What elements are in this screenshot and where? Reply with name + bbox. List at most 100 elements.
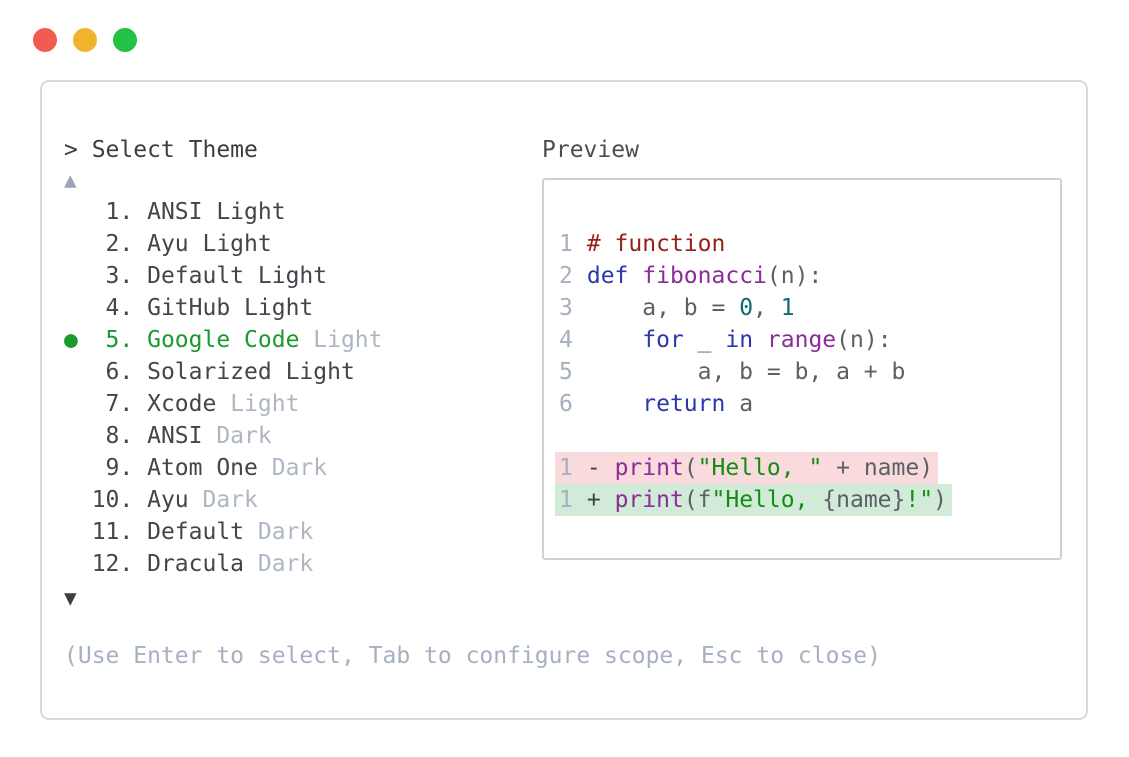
option-variant: Dark <box>257 455 328 481</box>
code-token: ) <box>933 487 947 513</box>
code-line: 1 # function <box>559 228 1060 260</box>
scroll-up-icon[interactable]: ▲ <box>64 168 77 192</box>
diff-removed-highlight: 1- print("Hello, " + name) <box>555 452 939 484</box>
line-number: 5 <box>559 359 573 385</box>
option-variant: Light <box>271 359 355 385</box>
option-prefix: 8. <box>64 423 148 449</box>
line-number: 1 <box>559 455 573 481</box>
option-prefix: 11. <box>64 519 148 545</box>
option-prefix: 7. <box>64 391 148 417</box>
theme-option-google-code-light-selected[interactable]: ● 5. Google Code Light <box>64 324 383 356</box>
line-number: 3 <box>559 295 573 321</box>
code-token: a, b = b, a + b <box>586 359 906 385</box>
code-token: return <box>642 391 726 417</box>
option-name: ANSI <box>147 199 203 225</box>
option-prefix: 12. <box>64 551 148 577</box>
code-token <box>628 263 642 289</box>
option-prefix: 2. <box>64 231 148 257</box>
scroll-down-icon[interactable]: ▼ <box>64 586 77 610</box>
code-token <box>753 327 767 353</box>
diff-minus-sign: - <box>586 455 615 481</box>
code-token: fibonacci <box>642 263 767 289</box>
option-variant: Light <box>299 327 383 353</box>
code-line: 6 return a <box>559 388 1060 420</box>
theme-option-ayu-light[interactable]: 2. Ayu Light <box>64 228 383 260</box>
theme-option-github-light[interactable]: 4. GitHub Light <box>64 292 383 324</box>
theme-list: 1. ANSI Light 2. Ayu Light 3. Default Li… <box>64 196 383 580</box>
code-token: for <box>642 327 684 353</box>
code-token: (n): <box>766 263 823 289</box>
code-token: # function <box>586 231 726 257</box>
code-token: "Hello, " <box>697 455 823 481</box>
diff-plus-sign: + <box>586 487 615 513</box>
code-token: _ <box>683 327 726 353</box>
diff-added-highlight: 1+ print(f"Hello, {name}!") <box>555 484 952 516</box>
code-token: ( <box>683 455 698 481</box>
code-token: + name) <box>822 455 934 481</box>
option-name: Ayu <box>147 487 189 513</box>
theme-option-default-light[interactable]: 3. Default Light <box>64 260 383 292</box>
code-token: 0 <box>739 295 754 321</box>
theme-option-ansi-light[interactable]: 1. ANSI Light <box>64 196 383 228</box>
option-prefix: 9. <box>64 455 148 481</box>
close-button[interactable] <box>33 28 57 52</box>
option-prefix: 4. <box>64 295 148 321</box>
option-variant: Dark <box>244 551 314 577</box>
help-text: (Use Enter to select, Tab to configure s… <box>64 643 881 669</box>
code-line: 5 a, b = b, a + b <box>559 356 1060 388</box>
code-line: 3 a, b = 0, 1 <box>559 292 1060 324</box>
maximize-button[interactable] <box>113 28 137 52</box>
minimize-button[interactable] <box>73 28 97 52</box>
line-number: 4 <box>559 327 573 353</box>
code-token: print <box>614 487 684 513</box>
option-name: Default <box>147 263 245 289</box>
code-token: {name} <box>822 487 906 513</box>
option-name: Google Code <box>147 327 300 353</box>
option-variant: Light <box>244 263 328 289</box>
code-token: !" <box>905 487 934 513</box>
theme-option-solarized-light[interactable]: 6. Solarized Light <box>64 356 383 388</box>
theme-option-atom-one-dark[interactable]: 9. Atom One Dark <box>64 452 383 484</box>
line-number: 1 <box>559 231 573 257</box>
code-token: a, b = <box>586 295 740 321</box>
diff-removed-line: 1- print("Hello, " + name) <box>555 452 1060 484</box>
blank-line <box>559 420 1060 452</box>
line-number: 1 <box>559 487 573 513</box>
code-token: 1 <box>780 295 795 321</box>
code-token <box>587 327 642 353</box>
option-prefix: 10. <box>64 487 148 513</box>
theme-option-default-dark[interactable]: 11. Default Dark <box>64 516 383 548</box>
theme-option-ansi-dark[interactable]: 8. ANSI Dark <box>64 420 383 452</box>
option-name: ANSI <box>147 423 203 449</box>
code-token: "Hello, <box>711 487 823 513</box>
code-token: (n): <box>836 327 892 353</box>
theme-selector-panel: > Select Theme Preview ▲ 1. ANSI Light 2… <box>40 80 1088 720</box>
option-name: Default <box>147 519 245 545</box>
option-name: Ayu <box>147 231 189 257</box>
option-variant: Light <box>188 231 272 257</box>
theme-option-dracula-dark[interactable]: 12. Dracula Dark <box>64 548 383 580</box>
diff-added-line: 1+ print(f"Hello, {name}!") <box>555 484 1060 516</box>
option-prefix: 3. <box>64 263 148 289</box>
theme-option-ayu-dark[interactable]: 10. Ayu Dark <box>64 484 383 516</box>
option-prefix: 1. <box>64 199 148 225</box>
code-token: , <box>753 295 781 321</box>
code-token: print <box>614 455 684 481</box>
option-variant: Light <box>216 391 300 417</box>
option-prefix: 6. <box>64 359 148 385</box>
option-name: Dracula <box>147 551 245 577</box>
code-token: a <box>725 391 754 417</box>
option-variant: Light <box>230 295 314 321</box>
option-name: Xcode <box>147 391 217 417</box>
preview-label: Preview <box>542 137 639 163</box>
prompt-title: > Select Theme <box>64 137 258 163</box>
option-variant: Dark <box>188 487 258 513</box>
code-token: in <box>725 327 754 353</box>
option-variant: Dark <box>202 423 272 449</box>
code-token: def <box>586 263 629 289</box>
option-name: GitHub <box>147 295 231 321</box>
option-variant: Light <box>202 199 286 225</box>
theme-option-xcode-light[interactable]: 7. Xcode Light <box>64 388 383 420</box>
